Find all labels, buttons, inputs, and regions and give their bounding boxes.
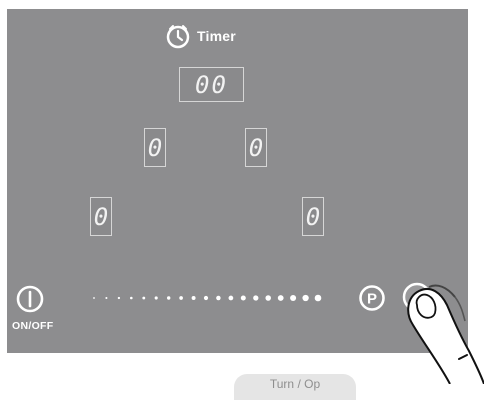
- zone-display-front-left[interactable]: 0: [144, 128, 166, 167]
- slider-step-dot[interactable]: [142, 297, 145, 300]
- timer-header[interactable]: Timer: [165, 23, 236, 49]
- clock-icon: [165, 23, 191, 49]
- slider-step-dot[interactable]: [179, 296, 183, 300]
- onoff-label: ON/OFF: [12, 320, 53, 332]
- slider-step-dot[interactable]: [204, 296, 208, 300]
- slider-step-dot[interactable]: [253, 295, 258, 300]
- slider-step-dot[interactable]: [290, 295, 296, 301]
- slider-step-dot[interactable]: [278, 295, 284, 301]
- pause-p-icon[interactable]: P: [358, 284, 386, 312]
- slider-step-dot[interactable]: [192, 296, 196, 300]
- slider-step-dot[interactable]: [93, 297, 95, 299]
- slider-step-dot[interactable]: [315, 295, 322, 302]
- slider-step-dot[interactable]: [241, 296, 246, 301]
- slider-step-dot[interactable]: [229, 296, 234, 301]
- slider-step-dot[interactable]: [105, 297, 107, 299]
- power-icon[interactable]: [15, 284, 45, 314]
- slider-step-dot[interactable]: [216, 296, 220, 300]
- slider-step-dot[interactable]: [302, 295, 308, 301]
- slider-step-dot[interactable]: [155, 296, 158, 299]
- zone-display-rear-right[interactable]: 0: [302, 197, 324, 236]
- finger-icon: [395, 275, 484, 384]
- bottom-action-button[interactable]: Turn / Op: [234, 374, 356, 400]
- slider-step-dot[interactable]: [167, 296, 170, 299]
- slider-step-dot[interactable]: [265, 295, 271, 301]
- timer-display[interactable]: 00: [179, 67, 244, 102]
- zone-display-rear-left[interactable]: 0: [90, 197, 112, 236]
- zone-display-front-right[interactable]: 0: [245, 128, 267, 167]
- slider-step-dot[interactable]: [130, 297, 133, 300]
- timer-label: Timer: [197, 28, 236, 44]
- power-level-slider[interactable]: [90, 288, 322, 308]
- slider-step-dot[interactable]: [118, 297, 120, 299]
- pause-label: P: [367, 291, 377, 308]
